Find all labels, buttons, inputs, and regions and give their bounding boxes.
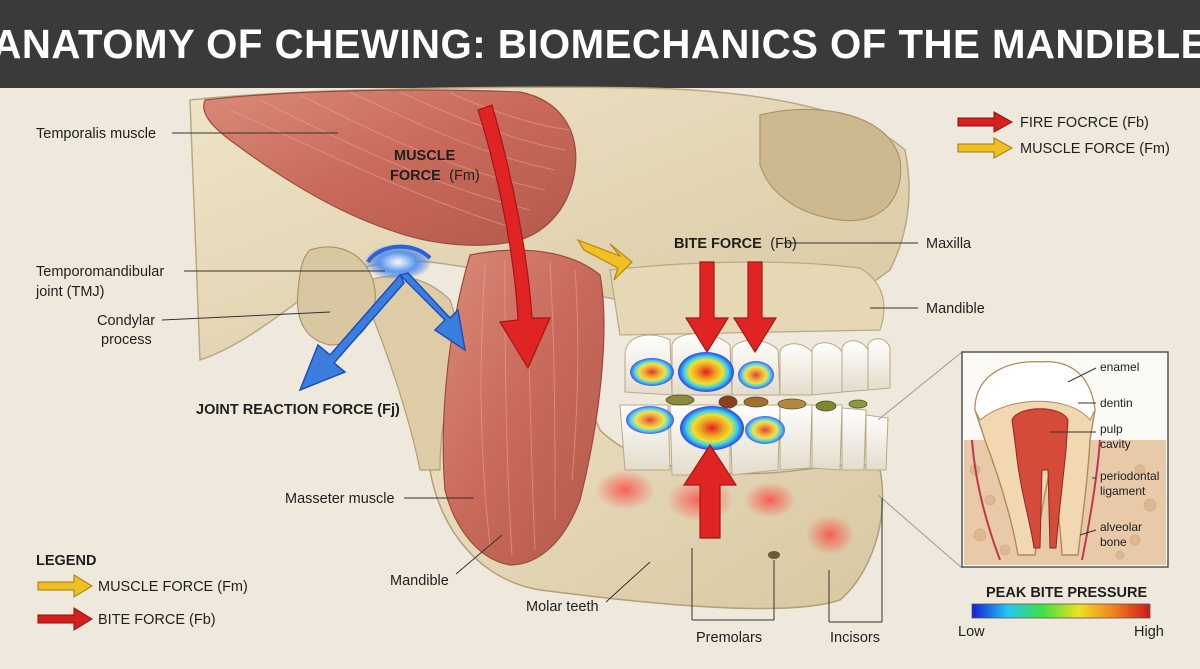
label-leader-lines	[161, 132, 918, 623]
label-alveolar-1: alveolar	[1100, 520, 1142, 534]
pressure-scale: PEAK BITE PRESSURE Low High	[958, 585, 1164, 640]
food-particles	[665, 394, 868, 412]
eye-orbit	[759, 108, 902, 222]
heatmap-lower-small	[745, 416, 785, 444]
heatmap-lower-premolar	[680, 406, 744, 450]
legend-title: LEGEND	[36, 553, 96, 569]
label-temporalis: Temporalis muscle	[36, 126, 156, 142]
legend-yellow-arrow-icon	[37, 574, 93, 598]
muscle-force-suffix: (Fm)	[449, 168, 480, 184]
bite-force-arrow-up	[682, 443, 738, 539]
joint-reaction-force-arrows	[298, 272, 467, 392]
label-tmj-1: Temporomandibular	[36, 264, 164, 280]
label-masseter: Masseter muscle	[285, 491, 395, 507]
legend: LEGEND MUSCLE FORCE (Fm) BITE FORCE (Fb)	[36, 553, 248, 631]
label-pulp-1: pulp	[1100, 422, 1123, 436]
pressure-scale-title: PEAK BITE PRESSURE	[986, 585, 1147, 601]
label-tmj-2: joint (TMJ)	[35, 284, 104, 300]
label-mandible-bottom: Mandible	[390, 573, 449, 589]
label-enamel: enamel	[1100, 360, 1139, 374]
label-bite-force: BITE FORCE (Fb)	[674, 235, 797, 252]
label-condylar-2: process	[101, 332, 152, 348]
label-condylar-1: Condylar	[97, 313, 155, 329]
label-joint-reaction-force: JOINT REACTION FORCE (Fj)	[196, 402, 400, 418]
label-mandible-right: Mandible	[926, 301, 985, 317]
top-legend-yellow-arrow-icon	[957, 137, 1014, 159]
muscle-force-bold: FORCE	[390, 168, 441, 184]
top-legend-red-arrow-icon	[957, 111, 1014, 133]
label-perio-2: ligament	[1100, 484, 1146, 498]
tmj-outline	[366, 244, 432, 264]
legend-red-arrow-icon	[37, 607, 93, 631]
bite-force-bold: BITE FORCE	[674, 236, 762, 252]
temporalis-muscle	[203, 89, 577, 246]
legend-item-muscle: MUSCLE FORCE (Fm)	[98, 579, 248, 595]
yellow-force-arrow	[576, 238, 633, 281]
label-muscle-force-1: MUSCLE	[394, 148, 456, 164]
legend-item-bite: BITE FORCE (Fb)	[98, 612, 216, 628]
bite-force-suffix: (Fb)	[770, 236, 797, 252]
pressure-glow-1	[595, 470, 655, 510]
page-title: ANATOMY OF CHEWING: BIOMECHANICS OF THE …	[0, 20, 1200, 67]
muscle-force-arrow	[477, 104, 551, 370]
label-dentin: dentin	[1100, 396, 1133, 410]
label-pulp-2: cavity	[1100, 437, 1131, 451]
bite-force-arrow-right	[732, 261, 778, 354]
pressure-glow-4	[806, 515, 854, 555]
title-bar: ANATOMY OF CHEWING: BIOMECHANICS OF THE …	[0, 0, 1200, 88]
label-alveolar-2: bone	[1100, 535, 1127, 549]
inset-leader-lines	[1050, 367, 1097, 536]
heatmap-upper-molar	[630, 358, 674, 386]
tooth-cross-section	[964, 361, 1166, 565]
heatmap-upper-small	[738, 361, 774, 389]
label-perio-1: periodontal	[1100, 469, 1159, 483]
label-premolars: Premolars	[696, 630, 762, 646]
mental-foramen	[768, 551, 780, 559]
maxilla-bone	[609, 261, 885, 336]
top-legend-item-2: MUSCLE FORCE (Fm)	[1020, 141, 1170, 157]
masseter-muscle	[442, 249, 605, 566]
label-incisors: Incisors	[830, 630, 880, 646]
top-legend-item-1: FIRE FOCRCE (Fb)	[1020, 115, 1149, 131]
pressure-glow-3	[744, 482, 796, 518]
pressure-scale-low: Low	[958, 624, 985, 640]
heatmap-lower-molar	[626, 406, 674, 434]
label-muscle-force-2: FORCE (Fm)	[390, 167, 480, 184]
label-molar-teeth: Molar teeth	[526, 599, 599, 615]
tmj-glow	[364, 244, 432, 280]
pressure-scale-bar	[971, 603, 1151, 619]
inset-connector	[877, 351, 963, 569]
heatmap-upper-premolar	[678, 352, 734, 392]
bite-force-arrow-left	[684, 261, 730, 354]
label-maxilla: Maxilla	[926, 236, 972, 252]
top-legend: FIRE FOCRCE (Fb) MUSCLE FORCE (Fm)	[957, 111, 1170, 159]
pressure-scale-high: High	[1134, 624, 1164, 640]
